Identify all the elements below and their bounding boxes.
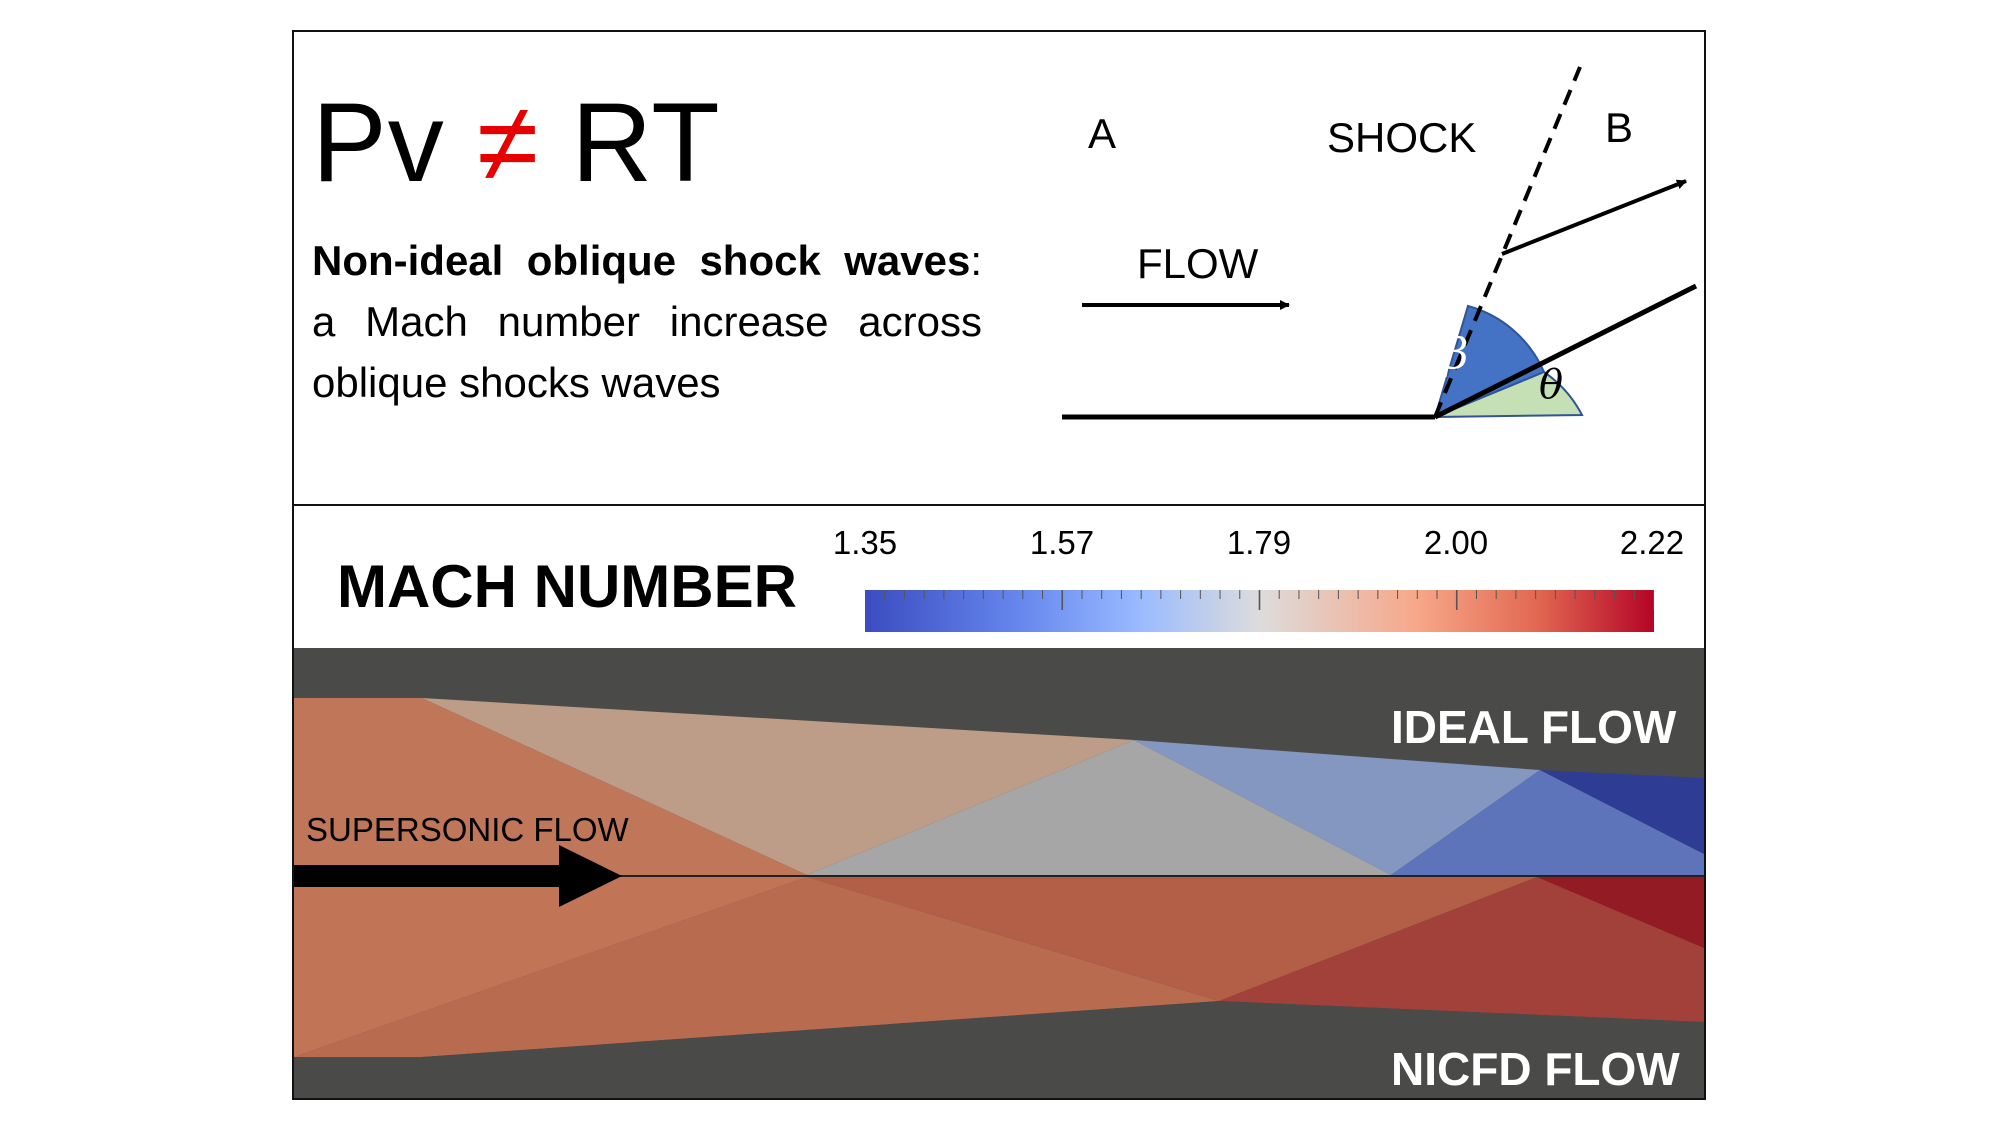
supersonic-flow-label: SUPERSONIC FLOW (306, 811, 629, 848)
nicfd-lower-wall (294, 1022, 1704, 1098)
colorbar-tick-label: 2.22 (1619, 524, 1685, 561)
colorbar-tick-label: 1.79 (1226, 524, 1292, 561)
panel-divider (294, 504, 1704, 506)
ramp-line (1433, 283, 1698, 420)
ideal-region-6 (1540, 770, 1704, 854)
ideal-region-4 (1134, 740, 1540, 875)
nicfd-region-2 (294, 877, 1219, 1057)
colorbar-ticks (865, 590, 1654, 610)
flow-label: FLOW (1137, 240, 1259, 287)
deflected-flow-arrow (1501, 179, 1687, 256)
region-b-label: B (1605, 104, 1634, 151)
figure-frame: Pv ≠ RT Non-ideal oblique shock waves: a… (292, 30, 1706, 1100)
nicfd-region-5 (1537, 877, 1704, 948)
beta-symbol: β (1444, 329, 1469, 378)
description-bold: Non-ideal oblique shock waves (312, 237, 971, 284)
beta-angle-wedge (1433, 304, 1546, 419)
nicfd-region-3 (807, 877, 1537, 1001)
nicfd-region-4 (1219, 877, 1704, 1022)
supersonic-arrow-head (559, 845, 622, 907)
equation-right: RT (571, 80, 721, 205)
description: Non-ideal oblique shock waves: a Mach nu… (312, 230, 982, 413)
shock-label: SHOCK (1327, 114, 1477, 161)
flow-field-panel (294, 648, 1704, 1098)
region-a-label: A (1088, 110, 1117, 157)
description-line-1: Non-ideal oblique shock waves: (312, 230, 982, 291)
colorbar-tick-label: 1.35 (832, 524, 898, 561)
ideal-region-5 (1391, 770, 1704, 875)
supersonic-arrow-shaft (294, 865, 564, 887)
ideal-region-2 (422, 698, 1134, 875)
mach-number-title: MACH NUMBER (337, 553, 797, 620)
oblique-shock-diagram (1062, 66, 1698, 420)
description-colon: : (970, 237, 982, 284)
colorbar-tick-label: 2.00 (1423, 524, 1489, 561)
equation-left: Pv (312, 80, 445, 205)
not-equal-sign: ≠ (476, 80, 540, 205)
nicfd-flow-label: NICFD FLOW (1391, 1043, 1680, 1095)
description-line-2: a Mach number increase across (312, 298, 982, 345)
description-line-3: oblique shocks waves (312, 359, 721, 406)
theta-symbol: θ (1539, 362, 1564, 408)
ideal-region-3 (807, 740, 1391, 875)
colorbar-tick-label: 1.57 (1029, 524, 1095, 561)
shock-line (1433, 66, 1582, 418)
equation-title: Pv ≠ RT (312, 87, 721, 199)
theta-angle-wedge (1434, 370, 1584, 418)
ideal-region-inflow (294, 698, 807, 875)
ideal-flow-label: IDEAL FLOW (1391, 701, 1677, 753)
